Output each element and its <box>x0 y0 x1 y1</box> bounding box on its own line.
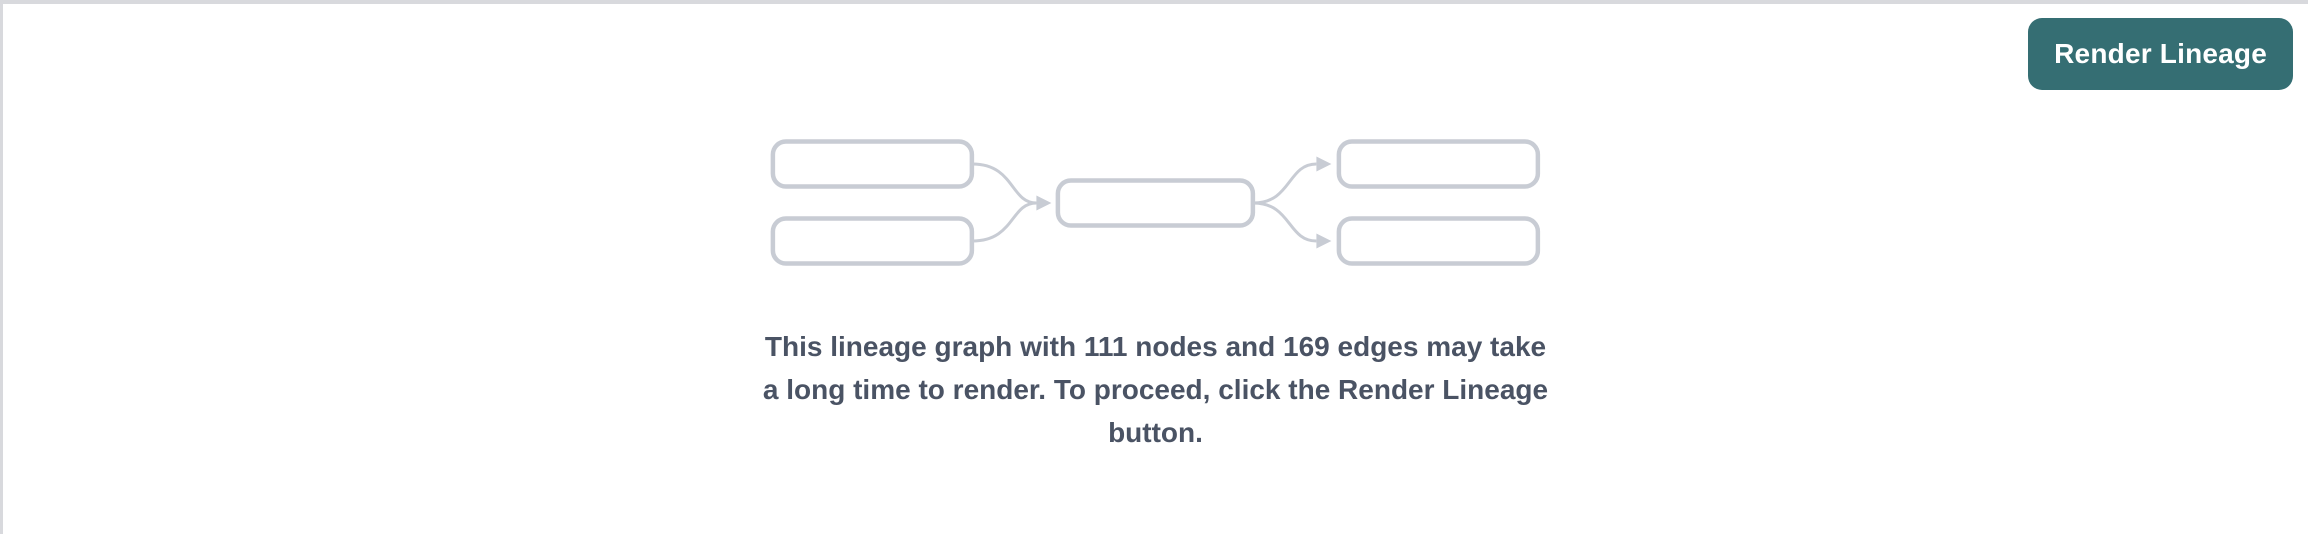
lineage-placeholder-diagram <box>770 139 1541 266</box>
placeholder-node-downstream-top <box>1336 139 1541 189</box>
placeholder-edge <box>972 201 1037 243</box>
render-lineage-button[interactable]: Render Lineage <box>2028 18 2293 90</box>
edge-arrowhead-icon <box>1316 156 1332 172</box>
lineage-warning-message: This lineage graph with 111 nodes and 16… <box>763 325 1548 454</box>
message-line-2: a long time to render. To proceed, click… <box>762 374 1549 405</box>
placeholder-node-upstream-top <box>770 139 975 189</box>
edge-arrowhead-icon <box>1036 195 1052 211</box>
placeholder-node-downstream-bottom <box>1336 216 1541 266</box>
placeholder-node-center <box>1055 178 1256 228</box>
lineage-empty-state: This lineage graph with 111 nodes and 16… <box>763 137 1548 454</box>
message-line-3: button. <box>1108 417 1203 448</box>
edge-arrowhead-icon <box>1316 233 1332 249</box>
placeholder-node-upstream-bottom <box>770 216 975 266</box>
message-line-1: This lineage graph with 111 nodes and 16… <box>764 331 1547 362</box>
placeholder-edge <box>972 162 1037 205</box>
placeholder-edge <box>1253 162 1317 205</box>
placeholder-edge <box>1253 201 1317 243</box>
